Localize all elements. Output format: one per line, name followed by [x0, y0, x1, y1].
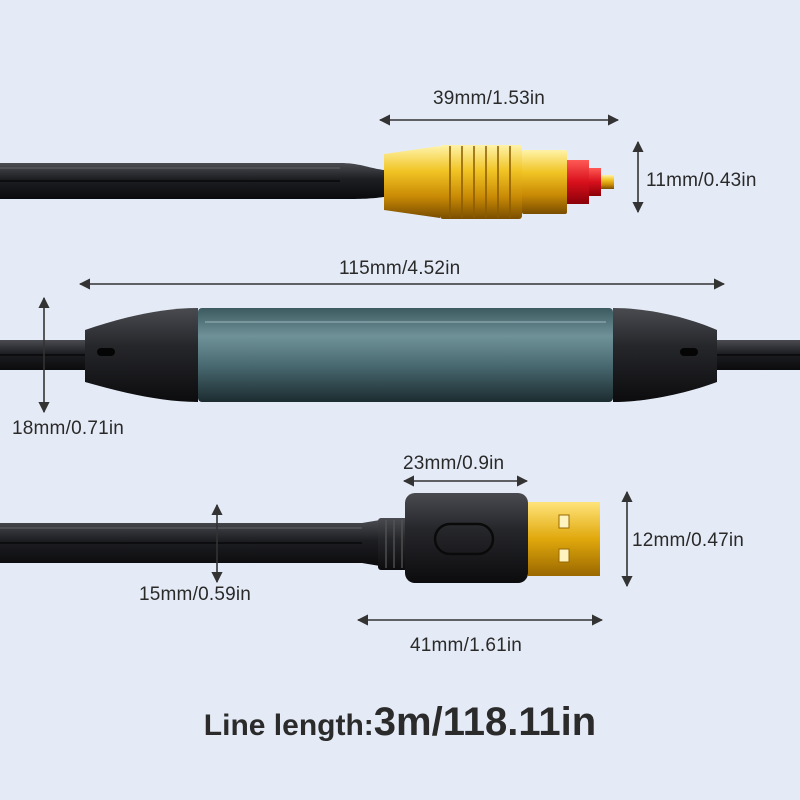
converter-left-endcap: [85, 308, 198, 402]
usb-cable-height-label: 15mm/0.59in: [139, 584, 252, 605]
usb-total-length-label: 41mm/1.61in: [410, 635, 523, 656]
usb-housing: [405, 493, 528, 583]
line-length-caption: Line length:3m/118.11in: [0, 700, 800, 745]
toslink-red-step: [589, 168, 601, 196]
toslink-red-housing: [567, 160, 589, 204]
toslink-height-label: 11mm/0.43in: [646, 170, 757, 191]
converter-aluminum-body: [198, 308, 613, 402]
dimension-arrows: [38, 114, 726, 626]
toslink-gold-taper: [384, 146, 440, 218]
usb-cable: [0, 520, 380, 566]
usb-strain-relief: [378, 518, 408, 570]
usb-head-length-label: 23mm/0.9in: [403, 453, 505, 474]
line-length-label: Line length:: [203, 709, 374, 742]
usb-connector: [378, 493, 600, 583]
usb-hole-bottom: [558, 548, 570, 563]
toslink-grip-ridges: [449, 146, 511, 218]
usb-relief-ridges: [385, 520, 403, 568]
toslink-connector: [384, 145, 614, 219]
toslink-gold-collar: [522, 150, 567, 214]
usb-grip-pad: [433, 522, 495, 556]
converter-right-slot: [680, 348, 698, 356]
usb-plug-metal: [528, 502, 600, 576]
converter-left-slot: [97, 348, 115, 356]
toslink-optical-tip: [601, 175, 614, 189]
usb-height-label: 12mm/0.47in: [632, 530, 745, 551]
toslink-length-label: 39mm/1.53in: [433, 88, 546, 109]
usb-hole-top: [558, 514, 570, 529]
line-length-value: 3m/118.11in: [373, 700, 597, 744]
converter-right-endcap: [613, 308, 717, 402]
toslink-cable: [0, 163, 384, 199]
module-height-label: 18mm/0.71in: [12, 418, 125, 439]
converter-module: [85, 308, 717, 402]
toslink-gold-grip: [440, 145, 522, 219]
module-length-label: 115mm/4.52in: [339, 258, 461, 279]
